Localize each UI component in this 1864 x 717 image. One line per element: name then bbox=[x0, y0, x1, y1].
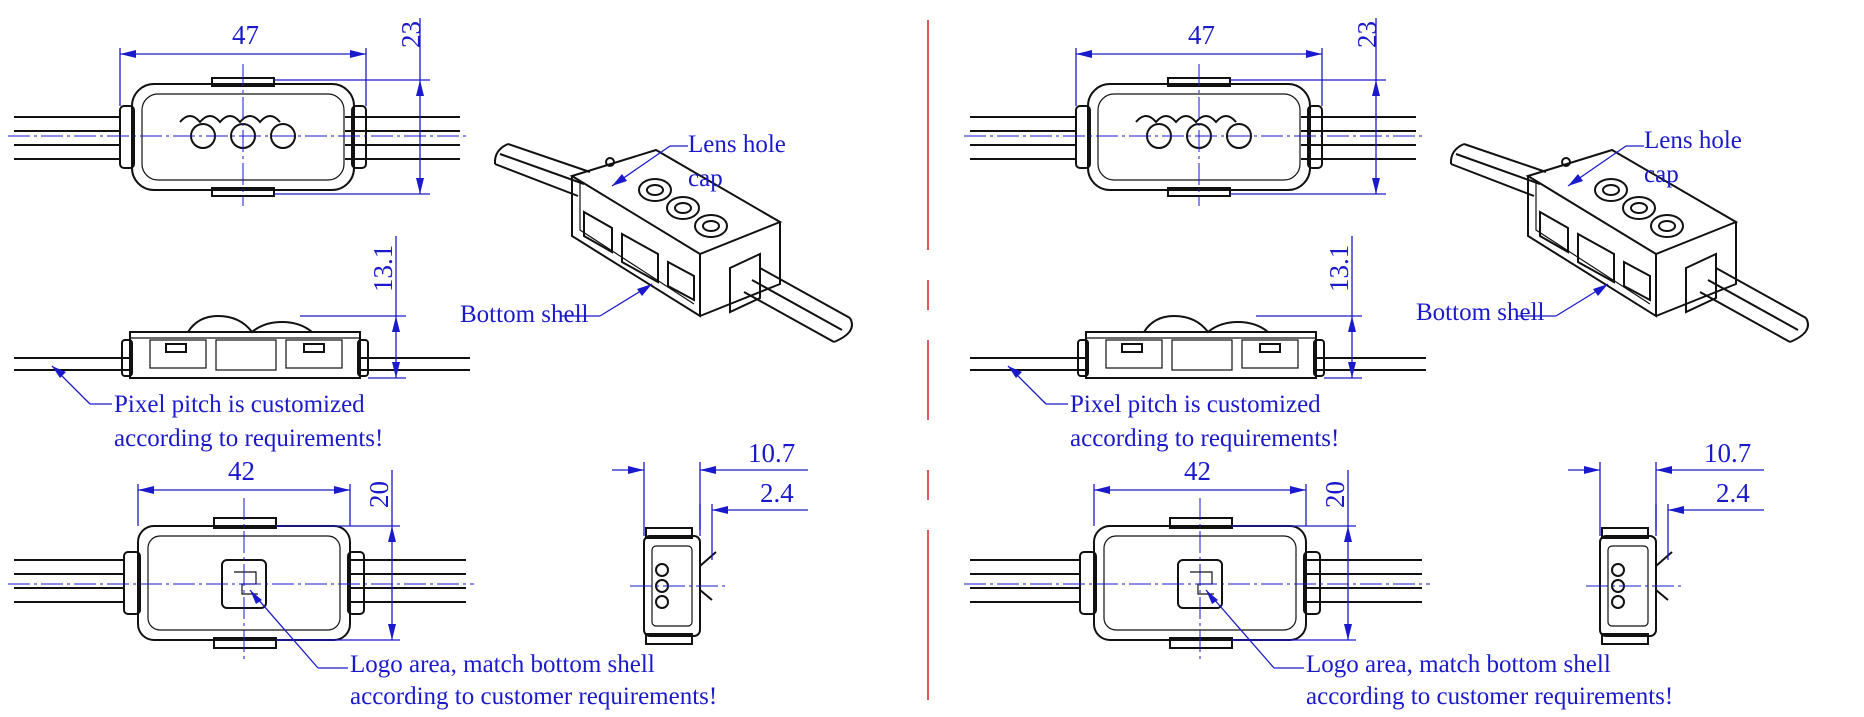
top-height-dimension: 23 bbox=[1352, 21, 1382, 48]
pixel-pitch-note: according to requirements! bbox=[1070, 425, 1339, 452]
top-height-dimension: 23 bbox=[396, 21, 426, 48]
left-panel: 47 23 13.1 42 20 10.7 2.4 Lens hole cap … bbox=[7, 17, 853, 710]
right-panel: 47 23 13.1 42 20 10.7 2.4 Lens hole cap … bbox=[963, 17, 1809, 710]
lens-hole-cap-label: cap bbox=[1644, 161, 1679, 188]
end-offset-dimension: 2.4 bbox=[1716, 478, 1750, 508]
bottom-width-dimension: 42 bbox=[1184, 456, 1211, 486]
top-width-dimension: 47 bbox=[232, 20, 259, 50]
end-depth-dimension: 10.7 bbox=[748, 438, 795, 468]
bottom-height-dimension: 20 bbox=[364, 481, 394, 508]
pixel-pitch-note: Pixel pitch is customized bbox=[1070, 391, 1321, 418]
logo-area-note: according to customer requirements! bbox=[350, 683, 717, 710]
lens-hole-cap-label: Lens hole bbox=[1644, 127, 1742, 154]
top-width-dimension: 47 bbox=[1188, 20, 1215, 50]
bottom-width-dimension: 42 bbox=[228, 456, 255, 486]
lens-hole-cap-label: Lens hole bbox=[688, 131, 786, 158]
end-offset-dimension: 2.4 bbox=[760, 478, 794, 508]
end-depth-dimension: 10.7 bbox=[1704, 438, 1751, 468]
logo-area-note: Logo area, match bottom shell bbox=[1306, 651, 1611, 678]
bottom-shell-label: Bottom shell bbox=[460, 301, 589, 328]
bottom-height-dimension: 20 bbox=[1320, 481, 1350, 508]
side-height-dimension: 13.1 bbox=[368, 245, 398, 292]
lens-hole-cap-label: cap bbox=[688, 165, 723, 192]
logo-area-note: Logo area, match bottom shell bbox=[350, 651, 655, 678]
side-height-dimension: 13.1 bbox=[1324, 245, 1354, 292]
bottom-shell-label: Bottom shell bbox=[1416, 299, 1545, 326]
pixel-pitch-note: Pixel pitch is customized bbox=[114, 391, 365, 418]
pixel-pitch-note: according to requirements! bbox=[114, 425, 383, 452]
logo-area-note: according to customer requirements! bbox=[1306, 683, 1673, 710]
